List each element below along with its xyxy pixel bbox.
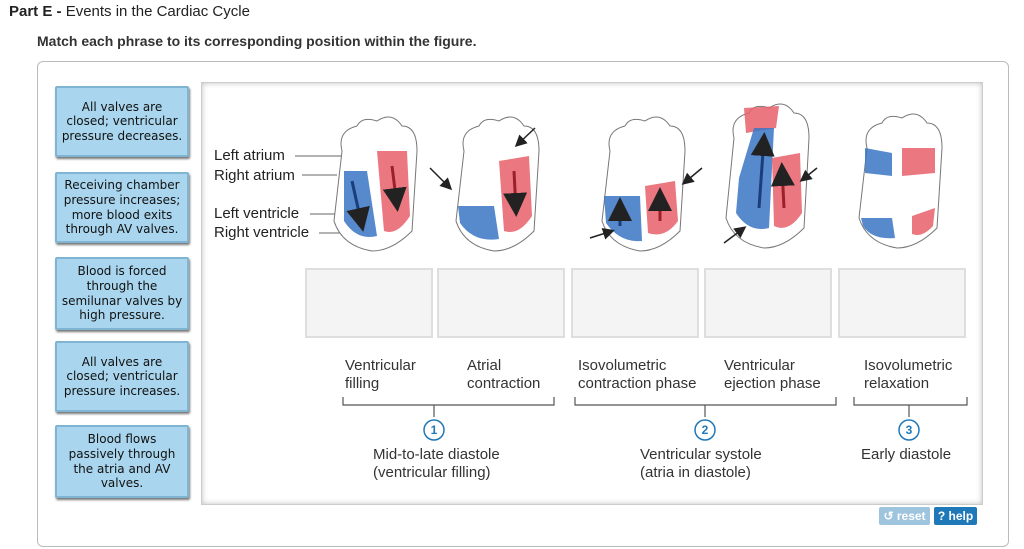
stage-label: Ventricular systole (atria in diastole) (640, 446, 762, 481)
drop-target[interactable] (704, 268, 832, 338)
part-title: Part E - Events in the Cardiac Cycle (9, 3, 250, 20)
draggable-label[interactable]: All valves are closed; ventricular press… (55, 86, 189, 157)
draggable-label[interactable]: All valves are closed; ventricular press… (55, 341, 189, 412)
heart-diagram (858, 113, 943, 249)
heart-diagram (333, 116, 418, 252)
part-name: Events in the Cardiac Cycle (65, 3, 250, 20)
draggable-label[interactable]: Receiving chamber pressure increases; mo… (55, 172, 189, 243)
help-button[interactable]: ? help (934, 507, 977, 525)
stage-label: Mid-to-late diastole (ventricular fillin… (373, 446, 500, 481)
cardiac-cycle-figure: Left atrium Right atrium Left ventricle … (201, 82, 983, 505)
instruction: Match each phrase to its corresponding p… (37, 33, 477, 49)
phase-isovolumetric-relaxation: Isovolumetric relaxation (864, 357, 953, 392)
legend-left-ventricle: Left ventricle (214, 205, 300, 222)
phase-isovolumetric-contraction: Isovolumetric contraction phase (578, 357, 697, 392)
stage-number: 1 (430, 423, 438, 437)
draggable-label[interactable]: Blood flows passively through the atria … (55, 425, 189, 498)
part-label: Part E - (9, 3, 62, 20)
question-icon: ? (937, 509, 946, 523)
heart-diagram (601, 116, 686, 252)
phase-ventricular-ejection: Ventricular ejection phase (724, 357, 821, 392)
drop-target[interactable] (437, 268, 565, 338)
heart-diagram (455, 116, 540, 252)
phase-ventricular-filling: Ventricular filling (345, 357, 416, 392)
stage-label: Early diastole (861, 446, 952, 463)
drop-target[interactable] (571, 268, 699, 338)
stage-number: 2 (701, 423, 709, 437)
help-label: help (948, 509, 974, 523)
reset-button[interactable]: ↺ reset (879, 507, 930, 525)
heart-illustrations (295, 103, 968, 441)
draggable-label[interactable]: Blood is forced through the semilunar va… (55, 257, 189, 330)
legend-left-atrium: Left atrium (214, 147, 285, 164)
reset-label: reset (896, 509, 926, 523)
legend-right-ventricle: Right ventricle (214, 224, 310, 241)
drop-target[interactable] (305, 268, 433, 338)
undo-icon: ↺ (883, 509, 894, 523)
legend-right-atrium: Right atrium (214, 167, 295, 184)
phase-atrial-contraction: Atrial contraction (467, 357, 541, 392)
heart-diagram (725, 103, 810, 249)
drop-target[interactable] (838, 268, 966, 338)
stage-number: 3 (905, 423, 913, 437)
